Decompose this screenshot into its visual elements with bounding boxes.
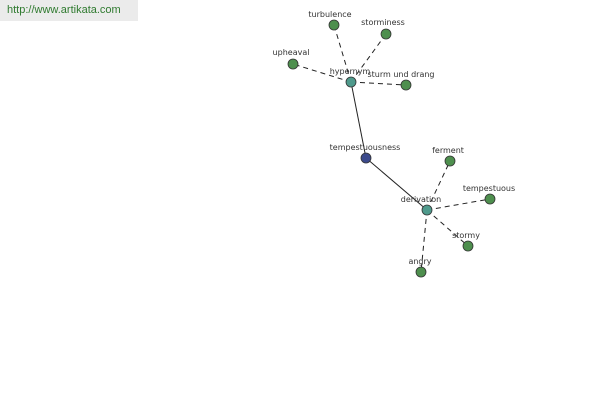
- label-stormy[interactable]: stormy: [452, 231, 480, 240]
- edge-derivation-angry: [420, 209, 428, 273]
- graph-nodes: [287, 19, 496, 278]
- label-angry[interactable]: angry: [408, 257, 431, 266]
- graph-edges: [292, 24, 491, 273]
- label-sturm-und-drang[interactable]: sturm und drang: [367, 70, 434, 79]
- label-ferment[interactable]: ferment: [432, 146, 464, 155]
- label-derivation[interactable]: derivation: [401, 195, 441, 204]
- label-upheaval[interactable]: upheaval: [273, 48, 310, 57]
- node-derivation[interactable]: [421, 204, 433, 216]
- label-tempestuous[interactable]: tempestuous: [463, 184, 515, 193]
- node-sturm-und-drang[interactable]: [400, 79, 412, 91]
- edge-derivation-stormy: [426, 209, 469, 247]
- node-tempestuousness[interactable]: [360, 152, 372, 164]
- graph-labels: tempestuousness hypernym derivation turbule…: [273, 10, 516, 266]
- label-turbulence[interactable]: turbulence: [308, 10, 351, 19]
- edge-hypernym-storminess: [350, 33, 387, 83]
- node-angry[interactable]: [415, 266, 427, 278]
- node-tempestuous[interactable]: [484, 193, 496, 205]
- edge-hypernym-upheaval: [292, 63, 352, 83]
- label-storminess[interactable]: storminess: [361, 18, 405, 27]
- edge-hypernym-sturm-und-drang: [350, 81, 407, 86]
- node-turbulence[interactable]: [328, 19, 340, 31]
- node-ferment[interactable]: [444, 155, 456, 167]
- label-tempestuousness[interactable]: tempestuousness: [330, 143, 401, 152]
- edge-derivation-tempestuous: [426, 198, 491, 211]
- node-stormy[interactable]: [462, 240, 474, 252]
- node-hypernym[interactable]: [345, 76, 357, 88]
- site-url[interactable]: http://www.artikata.com: [0, 0, 138, 21]
- node-upheaval[interactable]: [287, 58, 299, 70]
- edge-tempestuousness-hypernym: [350, 81, 367, 159]
- edge-hypernym-turbulence: [333, 24, 352, 83]
- label-hypernym[interactable]: hypernym: [330, 67, 371, 76]
- edge-derivation-ferment: [426, 160, 451, 211]
- node-storminess[interactable]: [380, 28, 392, 40]
- edge-tempestuousness-derivation: [365, 157, 428, 211]
